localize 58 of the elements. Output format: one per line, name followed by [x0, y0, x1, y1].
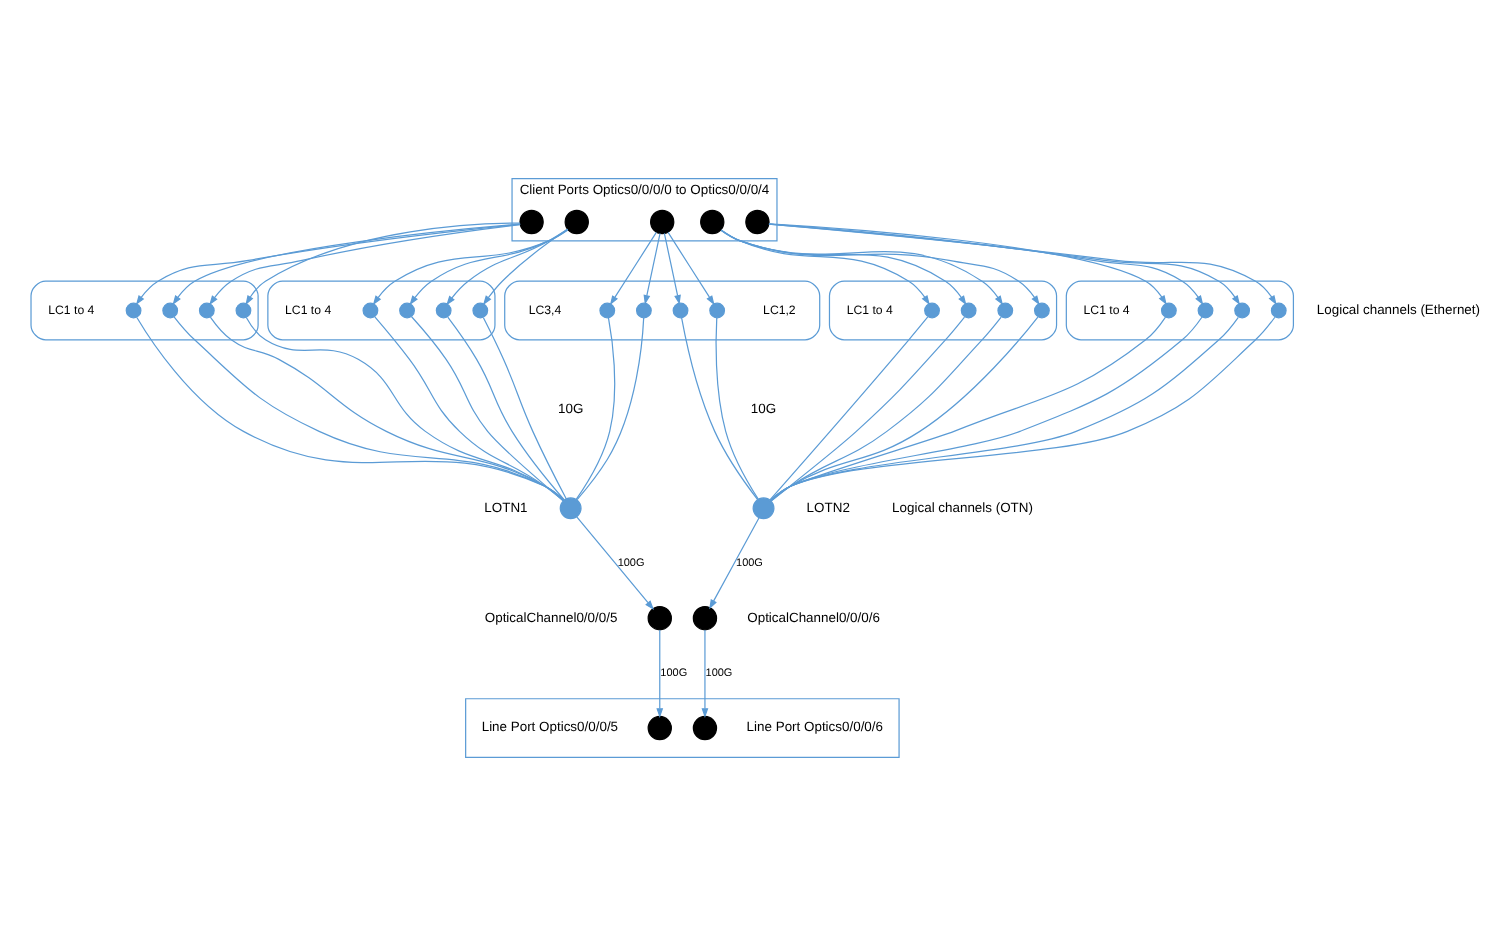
node-circle — [692, 605, 718, 631]
connector — [769, 316, 929, 501]
arrow — [709, 517, 760, 610]
cluster — [504, 280, 821, 341]
node-circle — [559, 497, 582, 520]
connector — [681, 317, 759, 501]
cluster — [1065, 280, 1294, 341]
connector — [575, 317, 616, 500]
node-circle — [672, 302, 689, 319]
node-circle — [650, 209, 675, 235]
arrow — [446, 228, 569, 306]
node-circle — [745, 209, 770, 235]
arrow — [643, 232, 661, 305]
connector — [410, 315, 564, 502]
connector — [576, 317, 645, 501]
node-circle — [599, 302, 616, 319]
node-circle — [399, 302, 415, 319]
node-circle — [647, 715, 672, 741]
node-circle — [924, 302, 940, 319]
arrow — [609, 231, 657, 306]
node-circle — [435, 302, 452, 319]
arrow — [656, 629, 664, 719]
node-circle — [752, 497, 775, 520]
connector — [482, 317, 567, 500]
node-circle — [997, 302, 1014, 319]
arrow — [576, 516, 655, 611]
arrow — [372, 229, 569, 306]
node-circle — [635, 302, 652, 319]
node-circle — [1033, 302, 1050, 319]
arrow — [409, 229, 569, 306]
node-circle — [1197, 302, 1214, 319]
node-circle — [647, 605, 672, 631]
node-circle — [709, 302, 726, 319]
connector — [374, 316, 564, 502]
node-circle — [1270, 302, 1287, 319]
node-circle — [564, 209, 589, 235]
node-circle — [1234, 302, 1251, 319]
arrow — [663, 232, 681, 305]
cluster — [465, 698, 900, 758]
arrow — [482, 228, 569, 306]
node-circle — [692, 715, 718, 741]
node-circle — [125, 302, 142, 319]
node-circle — [162, 302, 179, 319]
node-circle — [519, 209, 544, 235]
cluster — [828, 280, 1058, 341]
arrow — [701, 629, 709, 719]
node-circle — [472, 302, 489, 319]
cluster — [30, 280, 259, 341]
node-circle — [198, 302, 215, 319]
node-circle — [362, 302, 379, 319]
node-circle — [1160, 302, 1177, 319]
node-circle — [235, 302, 252, 319]
connector — [770, 316, 966, 502]
connector — [715, 317, 759, 500]
arrow — [667, 231, 715, 306]
node-circle — [960, 302, 977, 319]
node-circle — [700, 209, 725, 235]
connector — [447, 316, 565, 501]
